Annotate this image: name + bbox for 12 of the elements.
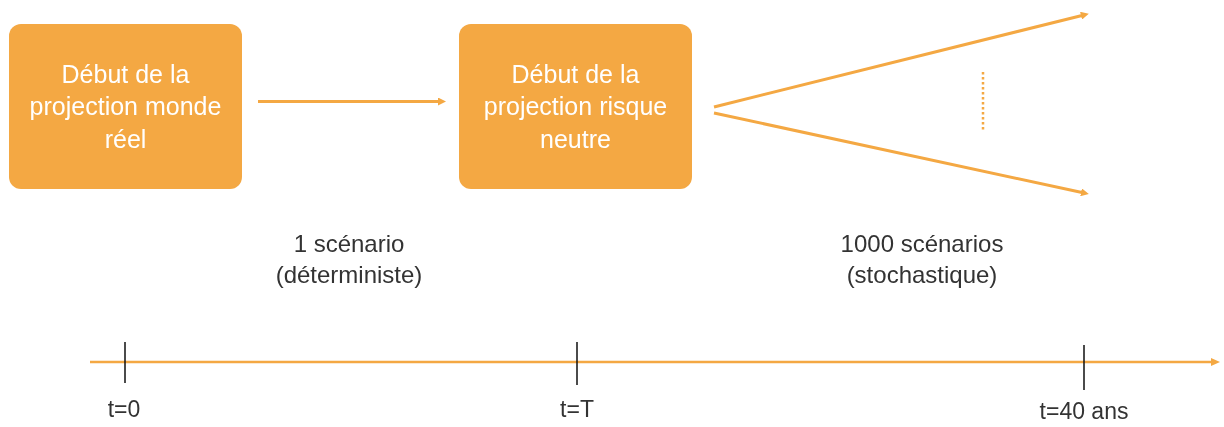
box-text: Début de la projection monde réel (28, 58, 223, 155)
process-box (459, 24, 692, 189)
box-text: Début de la projection risque neutre (482, 58, 669, 155)
process-box (9, 24, 242, 189)
arrow (258, 97, 446, 106)
scenario-label: 1 scénario (déterministe) (274, 229, 424, 291)
time-label: t=0 (107, 395, 141, 424)
time-label: t=40 ans (1039, 397, 1129, 426)
arrow (713, 11, 1089, 109)
time-label: t=T (560, 395, 594, 424)
scenario-label: 1000 scénarios (stochastique) (839, 229, 1005, 291)
arrow (713, 111, 1089, 197)
